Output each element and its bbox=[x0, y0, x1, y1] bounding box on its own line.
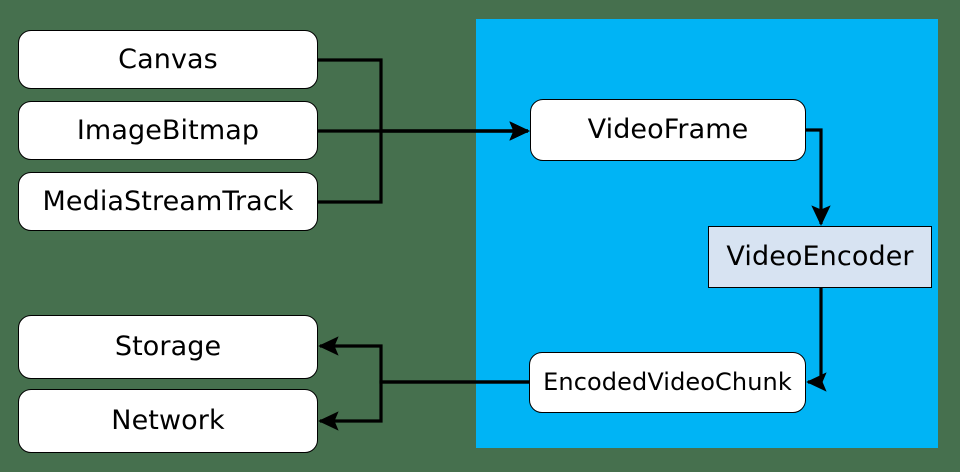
node-videoframe-label: VideoFrame bbox=[587, 114, 749, 146]
edge-videoencoder-to-encodedvideochunk bbox=[806, 288, 827, 392]
edge-encodedvideochunk-to-storage bbox=[318, 336, 529, 384]
edge-videoframe-to-videoencoder bbox=[806, 128, 831, 226]
node-canvas[interactable]: Canvas bbox=[18, 30, 318, 89]
edge-encodedvideochunk-to-network bbox=[318, 380, 529, 431]
node-imagebitmap[interactable]: ImageBitmap bbox=[18, 101, 318, 160]
edge-canvas-to-videoframe bbox=[318, 58, 530, 141]
node-canvas-label: Canvas bbox=[118, 43, 218, 75]
node-imagebitmap-label: ImageBitmap bbox=[76, 114, 260, 146]
node-mediastreamtrack[interactable]: MediaStreamTrack bbox=[18, 172, 318, 231]
node-videoencoder[interactable]: VideoEncoder bbox=[708, 226, 932, 288]
node-encodedvideochunk-label: EncodedVideoChunk bbox=[543, 368, 792, 397]
node-network-label: Network bbox=[111, 405, 225, 437]
node-videoframe[interactable]: VideoFrame bbox=[530, 99, 806, 161]
node-storage-label: Storage bbox=[114, 331, 222, 363]
node-encodedvideochunk[interactable]: EncodedVideoChunk bbox=[529, 352, 806, 413]
node-videoencoder-label: VideoEncoder bbox=[726, 241, 914, 273]
node-network[interactable]: Network bbox=[18, 389, 318, 453]
edge-mediastreamtrack-to-videoframe bbox=[318, 121, 530, 204]
node-storage[interactable]: Storage bbox=[18, 315, 318, 379]
node-mediastreamtrack-label: MediaStreamTrack bbox=[42, 185, 294, 217]
